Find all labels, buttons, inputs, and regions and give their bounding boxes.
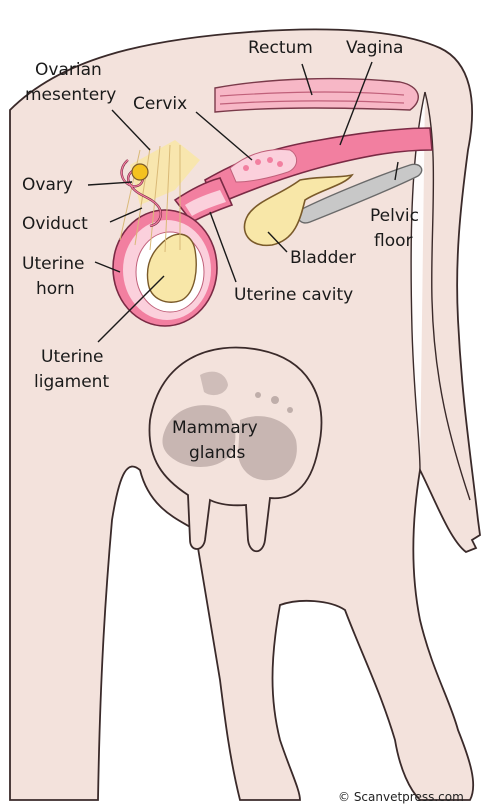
label-vagina: Vagina <box>346 38 403 58</box>
label-uterine-ligament-2: ligament <box>34 372 109 392</box>
label-uterine-horn-2: horn <box>36 279 75 299</box>
label-bladder: Bladder <box>290 248 356 268</box>
label-mammary-glands-1: Mammary <box>172 418 258 438</box>
label-ovary: Ovary <box>22 175 73 195</box>
label-rectum: Rectum <box>248 38 313 58</box>
label-mammary-glands-2: glands <box>189 443 245 463</box>
rectum <box>215 79 418 112</box>
label-ovarian-mesentery-1: Ovarian <box>35 60 102 80</box>
label-uterine-cavity: Uterine cavity <box>234 285 353 305</box>
label-pelvic-floor-1: Pelvic <box>370 206 419 226</box>
label-pelvic-floor-2: floor <box>374 231 413 251</box>
label-ovarian-mesentery-2: mesentery <box>25 85 116 105</box>
label-uterine-horn-1: Uterine <box>22 254 85 274</box>
label-oviduct: Oviduct <box>22 214 88 234</box>
label-cervix: Cervix <box>133 94 187 114</box>
label-uterine-ligament-1: Uterine <box>41 347 104 367</box>
copyright-text: © Scanvetpress.com <box>338 790 464 804</box>
